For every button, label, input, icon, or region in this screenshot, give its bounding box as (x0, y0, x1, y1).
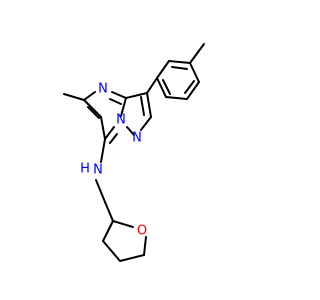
bond-c6-c7 (100, 116, 106, 140)
bond-c3a-n4-inner (109, 98, 122, 105)
bond-thf-c5-c4 (119, 254, 145, 262)
bond-ph-5 (186, 81, 200, 100)
bond-ph-5-inner (184, 80, 195, 94)
bond-nh-ch2 (95, 179, 106, 203)
bond-ph-3 (156, 77, 167, 98)
bond-c5-c6-inner (87, 106, 100, 119)
bond-c5-methyl (63, 93, 85, 101)
bond-c3-c2 (146, 92, 152, 118)
atom-labels-layer: N N N N H O (80, 82, 147, 239)
bond-ph-1 (168, 60, 191, 64)
bond-n4-c5 (83, 91, 96, 101)
bond-c7-nh (100, 138, 106, 163)
bond-n1-n7a (126, 126, 135, 136)
atom-nh-n: N (93, 163, 103, 178)
bond-c3-c2-inner (140, 96, 145, 116)
bond-c7-n7a (104, 126, 115, 140)
atom-o: O (137, 224, 147, 239)
bond-aryl-c3 (146, 77, 158, 94)
bond-thf-c4-c3 (102, 240, 121, 262)
bond-ph-4 (165, 96, 188, 100)
bond-ph-1-inner (171, 66, 188, 70)
bond-n7a-c3a (120, 97, 127, 117)
bond-ch2-thf (104, 201, 114, 222)
bond-methyl-aryl (189, 43, 205, 64)
structure-canvas: N N N N H O (63, 43, 205, 262)
atom-n6: N (132, 131, 142, 146)
bond-thf-c2-o (112, 220, 134, 228)
bond-c7-n7a-inner (109, 133, 118, 144)
bond-ph-3-inner (162, 79, 171, 95)
bonds-layer (63, 43, 205, 262)
bond-ph-6 (189, 62, 200, 83)
bond-c5-c6 (83, 99, 102, 118)
bond-ph-2 (156, 60, 170, 79)
bond-thf-c3-c2 (102, 220, 114, 242)
atom-nh-h: H (80, 162, 90, 177)
molecule-structure: N N N N H O (63, 43, 205, 262)
bond-c3-c3a (125, 92, 148, 99)
bond-thf-o-c5 (143, 236, 147, 256)
bond-c2-n1 (140, 116, 152, 131)
atom-n4: N (98, 82, 108, 97)
bond-c3a-n4 (111, 91, 127, 99)
atom-n5: N (116, 113, 126, 128)
